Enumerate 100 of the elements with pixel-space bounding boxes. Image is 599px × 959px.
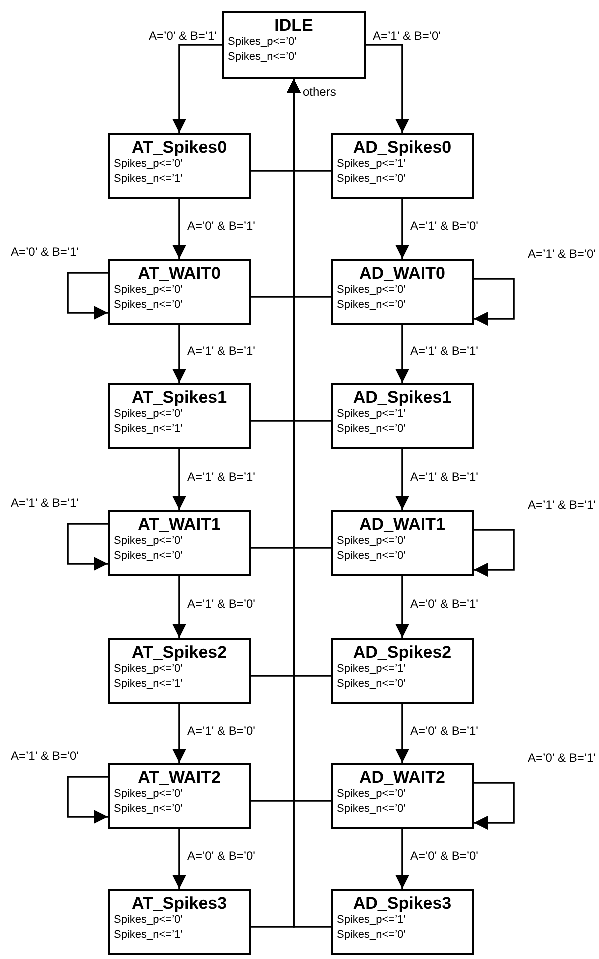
state-action: Spikes_p<=’0' [228,35,298,50]
edge-label: others [302,85,338,99]
self-loop-arrow [67,523,108,571]
state-action: Spikes_p<=’0' [114,407,184,422]
state-name: AT_Spikes0 [130,138,228,157]
state-action: Spikes_n<=’0' [114,802,184,817]
state-box [108,133,251,199]
edge-label: A=’1' & B=’0' [372,29,442,43]
state-action: Spikes_n<=’0' [337,549,407,564]
state-box [108,259,251,325]
transition-arrow [172,44,222,133]
transition-arrow [172,199,186,259]
edge-label: A=’0' & B=’1' [186,219,256,233]
edge-label: A=’1' & B=’1' [527,498,597,512]
state-name: AD_Spikes0 [352,138,453,157]
state-action: Spikes_p<=’0' [337,787,407,802]
state-box [331,133,474,199]
state-action: Spikes_p<=’1' [337,913,407,928]
state-action: Spikes_n<=’0' [337,422,407,437]
state-name: AT_WAIT2 [137,768,222,787]
self-loop-arrow [474,529,515,577]
state-action: Spikes_n<=’0' [228,50,298,65]
state-action: Spikes_n<=’0' [337,172,407,187]
state-box [108,510,251,576]
transition-arrow [396,704,410,763]
edge-label: A=’1' & B=’1' [186,470,256,484]
edge-label: A=’0' & B=’1' [148,29,218,43]
state-name: AT_Spikes3 [130,894,228,913]
edge-label: A=’1' & B=’1' [186,344,256,358]
state-action: Spikes_n<=’0' [114,298,184,313]
state-action: Spikes_p<=’0' [114,662,184,677]
edge-label: A=’0' & B=’1' [10,245,80,259]
edge-label: A=’0' & B=’0' [410,849,480,863]
state-box [331,763,474,829]
edge-label: A=’1' & B=’1' [10,496,80,510]
state-name: AT_WAIT1 [137,515,222,534]
state-name: AD_WAIT0 [358,264,446,283]
transition-arrow [172,325,186,383]
state-action: Spikes_n<=’1' [114,172,184,187]
state-action: Spikes_n<=’0' [337,677,407,692]
state-name: AT_WAIT0 [137,264,222,283]
state-box [331,889,474,955]
state-action: Spikes_p<=’0' [114,534,184,549]
transition-arrow [366,44,410,133]
state-action: Spikes_p<=’0' [337,283,407,298]
state-action: Spikes_p<=’1' [337,157,407,172]
state-name: IDLE [274,16,314,35]
transition-arrow [172,449,186,510]
edge-label: A=’0' & B=’0' [186,849,256,863]
state-action: Spikes_p<=’0' [114,283,184,298]
state-action: Spikes_p<=’1' [337,407,407,422]
state-box [222,11,366,79]
self-loop-arrow [474,782,515,830]
transition-arrow [172,829,186,889]
state-box [108,763,251,829]
state-box [331,638,474,704]
state-action: Spikes_p<=’1' [337,662,407,677]
state-action: Spikes_n<=’0' [337,298,407,313]
edge-label: A=’1' & B=’1' [410,470,480,484]
state-name: AD_Spikes3 [352,894,453,913]
edge-label: A=’1' & B=’0' [10,749,80,763]
state-box [108,383,251,449]
self-loop-arrow [474,278,515,326]
state-box [108,638,251,704]
state-action: Spikes_p<=’0' [114,787,184,802]
state-name: AT_Spikes2 [130,643,228,662]
state-name: AT_Spikes1 [130,388,228,407]
edge-label: A=’1' & B=’0' [410,219,480,233]
state-name: AD_WAIT1 [358,515,446,534]
transition-arrow [396,199,410,259]
state-name: AD_WAIT2 [358,768,446,787]
state-action: Spikes_p<=’0' [114,157,184,172]
state-name: AD_Spikes2 [352,643,453,662]
state-action: Spikes_n<=’0' [337,802,407,817]
edge-label: A=’1' & B=’0' [527,247,597,261]
transition-arrow [396,325,410,383]
state-action: Spikes_p<=’0' [114,913,184,928]
self-loop-arrow [67,776,108,824]
edge-label: A=’1' & B=’0' [186,597,256,611]
transition-arrow [396,449,410,510]
edge-label: A=’1' & B=’1' [410,344,480,358]
state-action: Spikes_n<=’0' [337,928,407,943]
state-action: Spikes_n<=’1' [114,422,184,437]
state-box [331,259,474,325]
state-action: Spikes_n<=’0' [114,549,184,564]
self-loop-arrow [67,272,108,320]
state-action: Spikes_n<=’1' [114,677,184,692]
edge-label: A=’1' & B=’0' [186,724,256,738]
state-name: AD_Spikes1 [352,388,453,407]
transition-arrow [396,829,410,889]
transition-arrow [396,576,410,638]
edge-label: A=’0' & B=’1' [410,597,480,611]
state-box [108,889,251,955]
edge-label: A=’0' & B=’1' [410,724,480,738]
transition-arrow [172,576,186,638]
state-box [331,510,474,576]
state-action: Spikes_p<=’0' [337,534,407,549]
transition-arrow [172,704,186,763]
state-action: Spikes_n<=’1' [114,928,184,943]
state-box [331,383,474,449]
